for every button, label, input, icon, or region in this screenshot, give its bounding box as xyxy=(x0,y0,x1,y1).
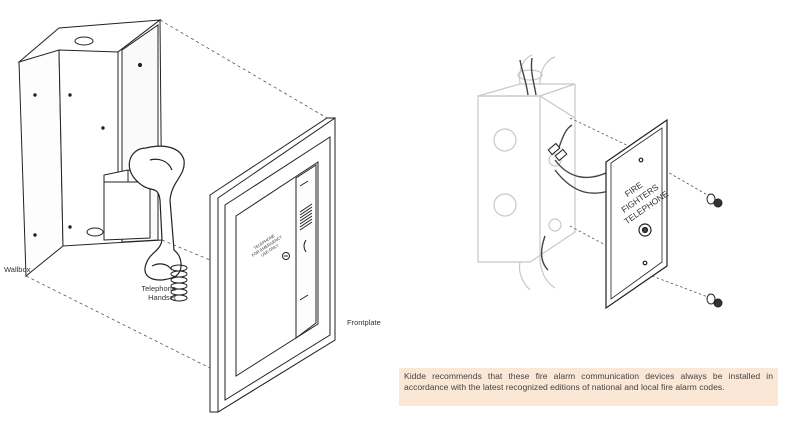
screw-top xyxy=(706,193,723,208)
junction-box xyxy=(477,54,576,291)
telephone-handset xyxy=(128,145,188,302)
wallbox xyxy=(17,18,163,278)
installation-note: Kidde recommends that these fire alarm c… xyxy=(399,368,778,406)
projection-lines xyxy=(25,19,328,369)
ff-telephone-plate xyxy=(605,118,668,310)
connectors xyxy=(547,142,568,162)
screw-bottom xyxy=(706,293,723,308)
wallbox-label: Wallbox xyxy=(4,265,31,274)
telephone-handset-label: Telephone Handset xyxy=(141,284,176,302)
frontplate-label: Frontplate xyxy=(347,318,381,327)
frontplate xyxy=(209,117,336,413)
